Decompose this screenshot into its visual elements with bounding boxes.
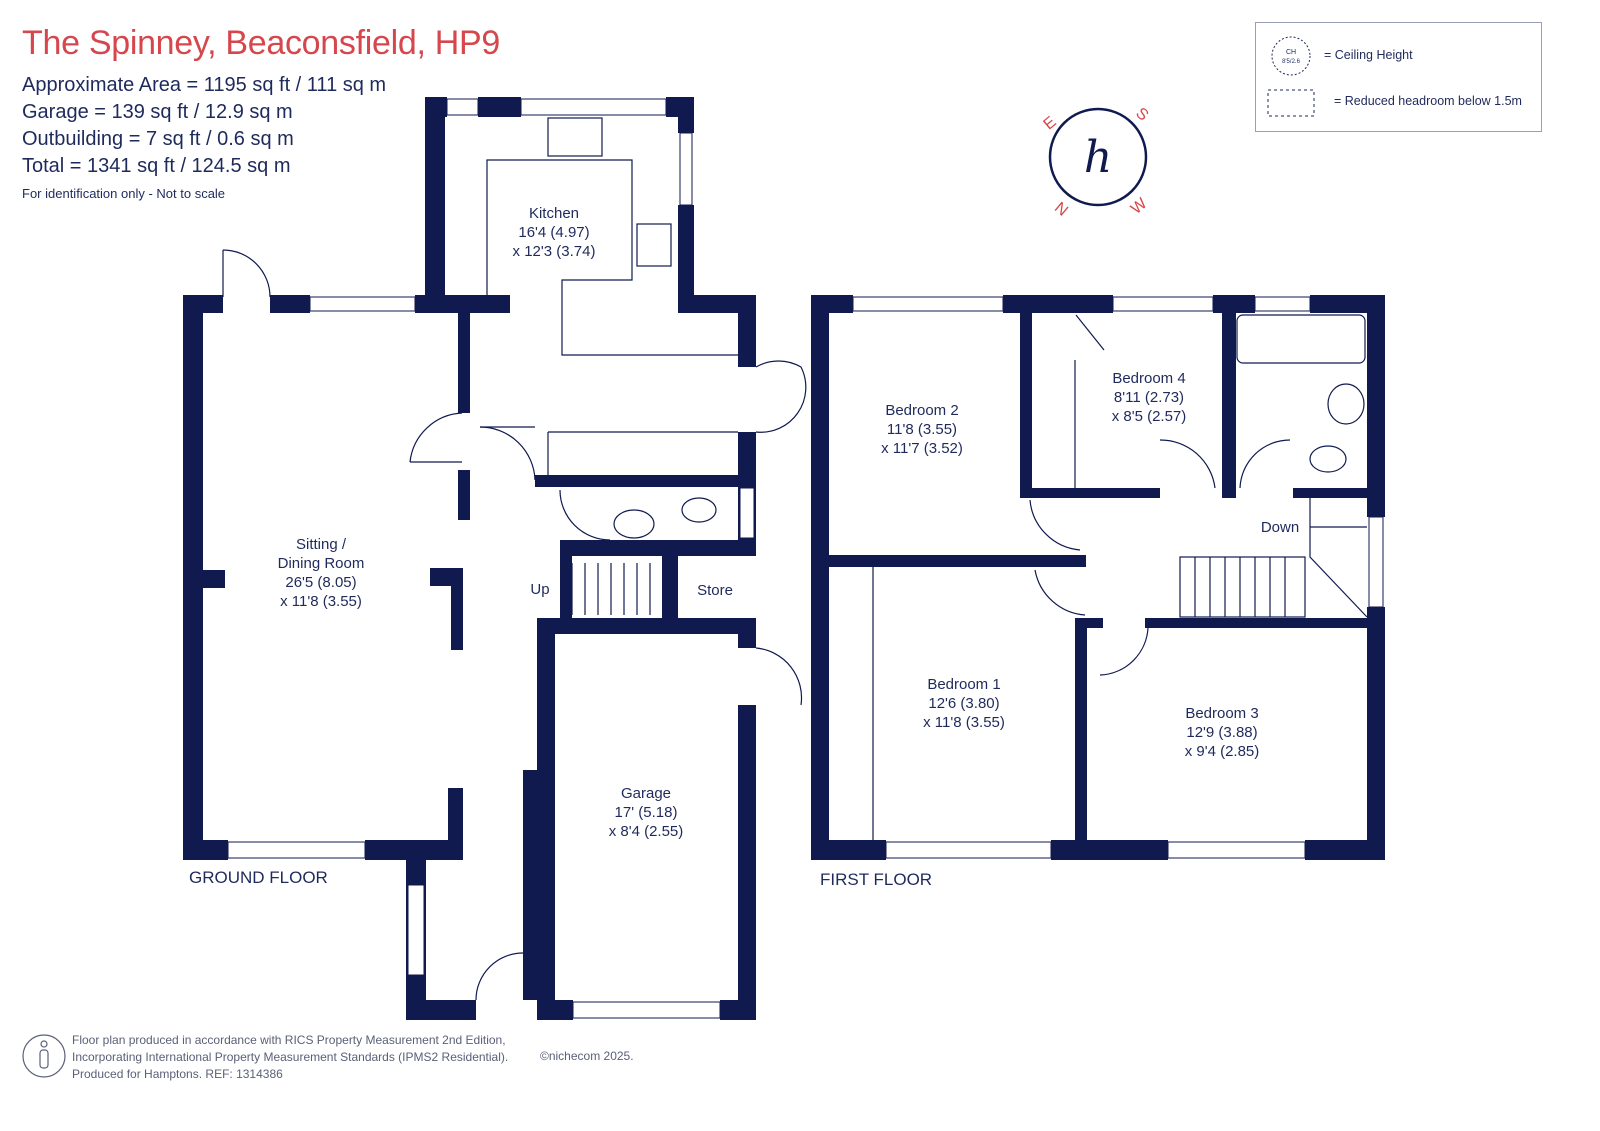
stairs-up-label: Up	[530, 581, 549, 598]
ch-symbol-bottom: 8'5/2.6	[1282, 59, 1300, 65]
footer-line2: Incorporating International Property Mea…	[72, 1050, 509, 1064]
property-title: The Spinney, Beaconsfield, HP9	[22, 24, 500, 62]
first-floor-plan	[811, 295, 1385, 860]
first-floor-label: FIRST FLOOR	[820, 870, 933, 889]
logo-letter: h	[1084, 132, 1112, 183]
bedroom2-dim1: 11'8 (3.55)	[887, 421, 957, 438]
stairs-down-label: Down	[1261, 519, 1299, 536]
person-info-icon	[22, 1034, 66, 1078]
kitchen-name: Kitchen	[529, 205, 579, 222]
sitting-dim2: x 11'8 (3.55)	[280, 593, 362, 610]
compass-south: S	[1132, 105, 1151, 125]
legend-ceiling-height: = Ceiling Height	[1324, 48, 1413, 62]
kitchen-dim2: x 12'3 (3.74)	[513, 243, 596, 260]
garage-dim1: 17' (5.18)	[615, 804, 678, 821]
room-labels: Kitchen 16'4 (4.97) x 12'3 (3.74) Sittin…	[278, 205, 1300, 840]
approximate-area: Approximate Area = 1195 sq ft / 111 sq m	[22, 74, 387, 96]
bedroom4-name: Bedroom 4	[1112, 370, 1185, 387]
compass-logo: h E S W N	[1041, 105, 1152, 220]
compass-west: W	[1128, 195, 1151, 218]
outbuilding-area: Outbuilding = 7 sq ft / 0.6 sq m	[22, 128, 294, 150]
compass-north: N	[1051, 199, 1071, 219]
kitchen-dim1: 16'4 (4.97)	[518, 224, 589, 241]
store-label: Store	[697, 582, 733, 599]
bedroom3-dim2: x 9'4 (2.85)	[1185, 743, 1260, 760]
footer-line3: Produced for Hamptons. REF: 1314386	[72, 1067, 283, 1081]
legend-reduced-headroom: = Reduced headroom below 1.5m	[1334, 94, 1522, 108]
ceiling-height-icon: CH 8'5/2.6	[1271, 36, 1311, 76]
footer-text: Floor plan produced in accordance with R…	[72, 1032, 508, 1083]
disclaimer: For identification only - Not to scale	[22, 186, 226, 201]
bedroom2-name: Bedroom 2	[885, 402, 958, 419]
footer-line1: Floor plan produced in accordance with R…	[72, 1033, 506, 1047]
ch-symbol-top: CH	[1286, 49, 1296, 56]
bedroom1-dim1: 12'6 (3.80)	[928, 695, 999, 712]
legend: CH 8'5/2.6 = Ceiling Height = Reduced he…	[1255, 22, 1542, 132]
total-area: Total = 1341 sq ft / 124.5 sq m	[22, 155, 291, 177]
bedroom4-dim2: x 8'5 (2.57)	[1112, 408, 1187, 425]
bedroom2-dim2: x 11'7 (3.52)	[881, 440, 963, 457]
garage-dim2: x 8'4 (2.55)	[609, 823, 684, 840]
bedroom1-dim2: x 11'8 (3.55)	[923, 714, 1005, 731]
bedroom1-name: Bedroom 1	[927, 676, 1000, 693]
ground-floor-label: GROUND FLOOR	[189, 868, 328, 887]
sitting-dim1: 26'5 (8.05)	[285, 574, 356, 591]
ground-floor-plan	[183, 97, 807, 1020]
copyright: ©nichecom 2025.	[540, 1049, 634, 1063]
bedroom3-name: Bedroom 3	[1185, 705, 1258, 722]
bedroom3-dim1: 12'9 (3.88)	[1186, 724, 1257, 741]
garage-name: Garage	[621, 785, 671, 802]
sitting-name2: Dining Room	[278, 555, 365, 572]
bedroom4-dim1: 8'11 (2.73)	[1114, 389, 1184, 406]
sitting-name1: Sitting /	[296, 536, 347, 553]
garage-area: Garage = 139 sq ft / 12.9 sq m	[22, 101, 293, 123]
